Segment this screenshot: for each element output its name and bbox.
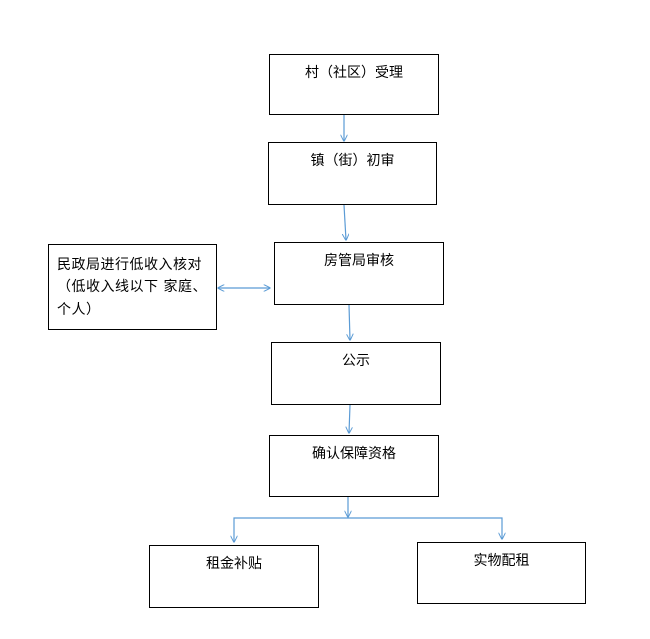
node-civil-affairs-check-label: 民政局进行低收入核对（低收入线以下 家庭、个人） (57, 257, 207, 318)
node-publicity-label: 公示 (342, 353, 370, 369)
node-civil-affairs-check: 民政局进行低收入核对（低收入线以下 家庭、个人） (48, 244, 217, 330)
node-rent-subsidy: 租金补贴 (149, 545, 319, 608)
node-publicity: 公示 (271, 342, 441, 405)
node-housing-review-label: 房管局审核 (324, 253, 394, 269)
node-in-kind-rental-label: 实物配租 (473, 553, 530, 569)
node-village-accept-label: 村（社区）受理 (305, 65, 403, 81)
node-confirm-eligibility: 确认保障资格 (269, 435, 439, 497)
arrow-publicity-to-confirm (349, 404, 350, 433)
branch-line-to-rent-subsidy (234, 517, 348, 542)
branch-line-to-in-kind-rental (348, 517, 502, 539)
arrow-housing-to-publicity (349, 304, 350, 340)
node-town-review: 镇（街）初审 (268, 142, 437, 205)
node-town-review-label: 镇（街）初审 (310, 153, 395, 169)
node-rent-subsidy-label: 租金补贴 (206, 556, 262, 572)
arrow-town-to-housing (344, 204, 346, 240)
node-housing-review: 房管局审核 (274, 242, 444, 305)
node-village-accept: 村（社区）受理 (269, 54, 439, 115)
node-confirm-eligibility-label: 确认保障资格 (312, 446, 396, 462)
node-in-kind-rental: 实物配租 (417, 542, 586, 604)
